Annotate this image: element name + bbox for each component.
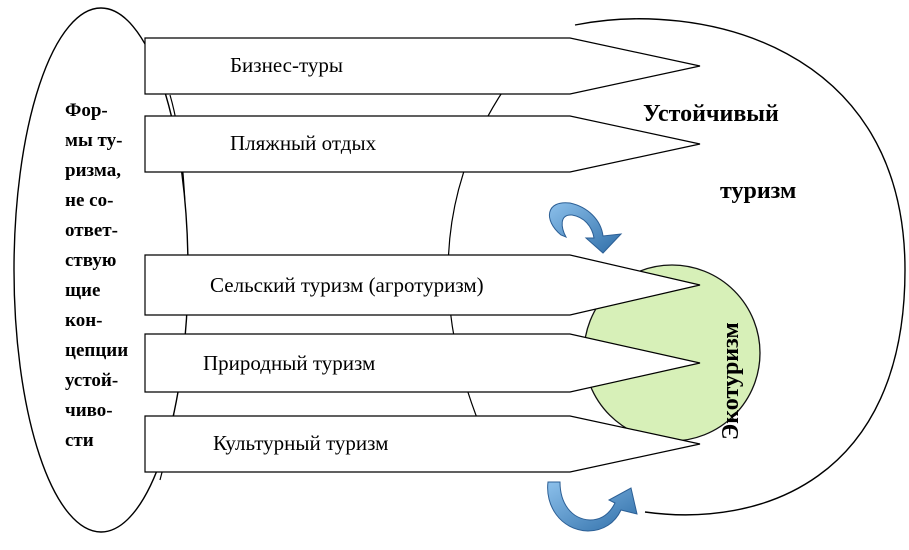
arrow-label: Пляжный отдых — [230, 131, 377, 155]
sustainable-tourism-title-line1: Устойчивый — [643, 101, 779, 127]
left-label-line: ризма, — [65, 160, 121, 181]
left-label-line: Фор- — [65, 100, 108, 121]
arrow-label: Природный туризм — [203, 351, 375, 375]
left-label-line: цепции — [65, 340, 128, 361]
left-label-line: ответ- — [65, 220, 118, 241]
tourism-arrow-rural: Сельский туризм (агротуризм) — [144, 254, 701, 316]
arrow-label: Бизнес-туры — [230, 53, 343, 77]
arrow-label: Культурный туризм — [213, 431, 388, 455]
left-label-line: чиво- — [65, 400, 113, 421]
left-label-line: устой- — [65, 370, 118, 391]
ecotourism-label: Экотуризм — [718, 322, 744, 440]
left-label: Фор- мы ту- ризма, не со- ответ- ствую щ… — [65, 100, 128, 451]
sustainable-tourism-circle — [574, 18, 906, 516]
left-label-line: кон- — [65, 310, 102, 331]
left-label-line: сти — [65, 430, 94, 451]
cycle-arrow-top-icon — [548, 202, 623, 254]
tourism-arrow-business: Бизнес-туры — [144, 37, 701, 95]
tourism-arrow-beach: Пляжный отдых — [144, 115, 701, 173]
tourism-arrow-cultural: Культурный туризм — [144, 415, 701, 473]
cycle-arrow-bottom-icon — [547, 481, 638, 532]
tourism-arrow-nature: Природный туризм — [144, 333, 701, 393]
left-label-line: не со- — [65, 190, 113, 211]
arrow-label: Сельский туризм (агротуризм) — [210, 273, 484, 297]
left-label-line: мы ту- — [65, 130, 122, 151]
sustainable-tourism-title-line2: туризм — [720, 178, 796, 204]
left-label-line: щие — [65, 280, 100, 301]
left-label-line: ствую — [65, 250, 116, 271]
